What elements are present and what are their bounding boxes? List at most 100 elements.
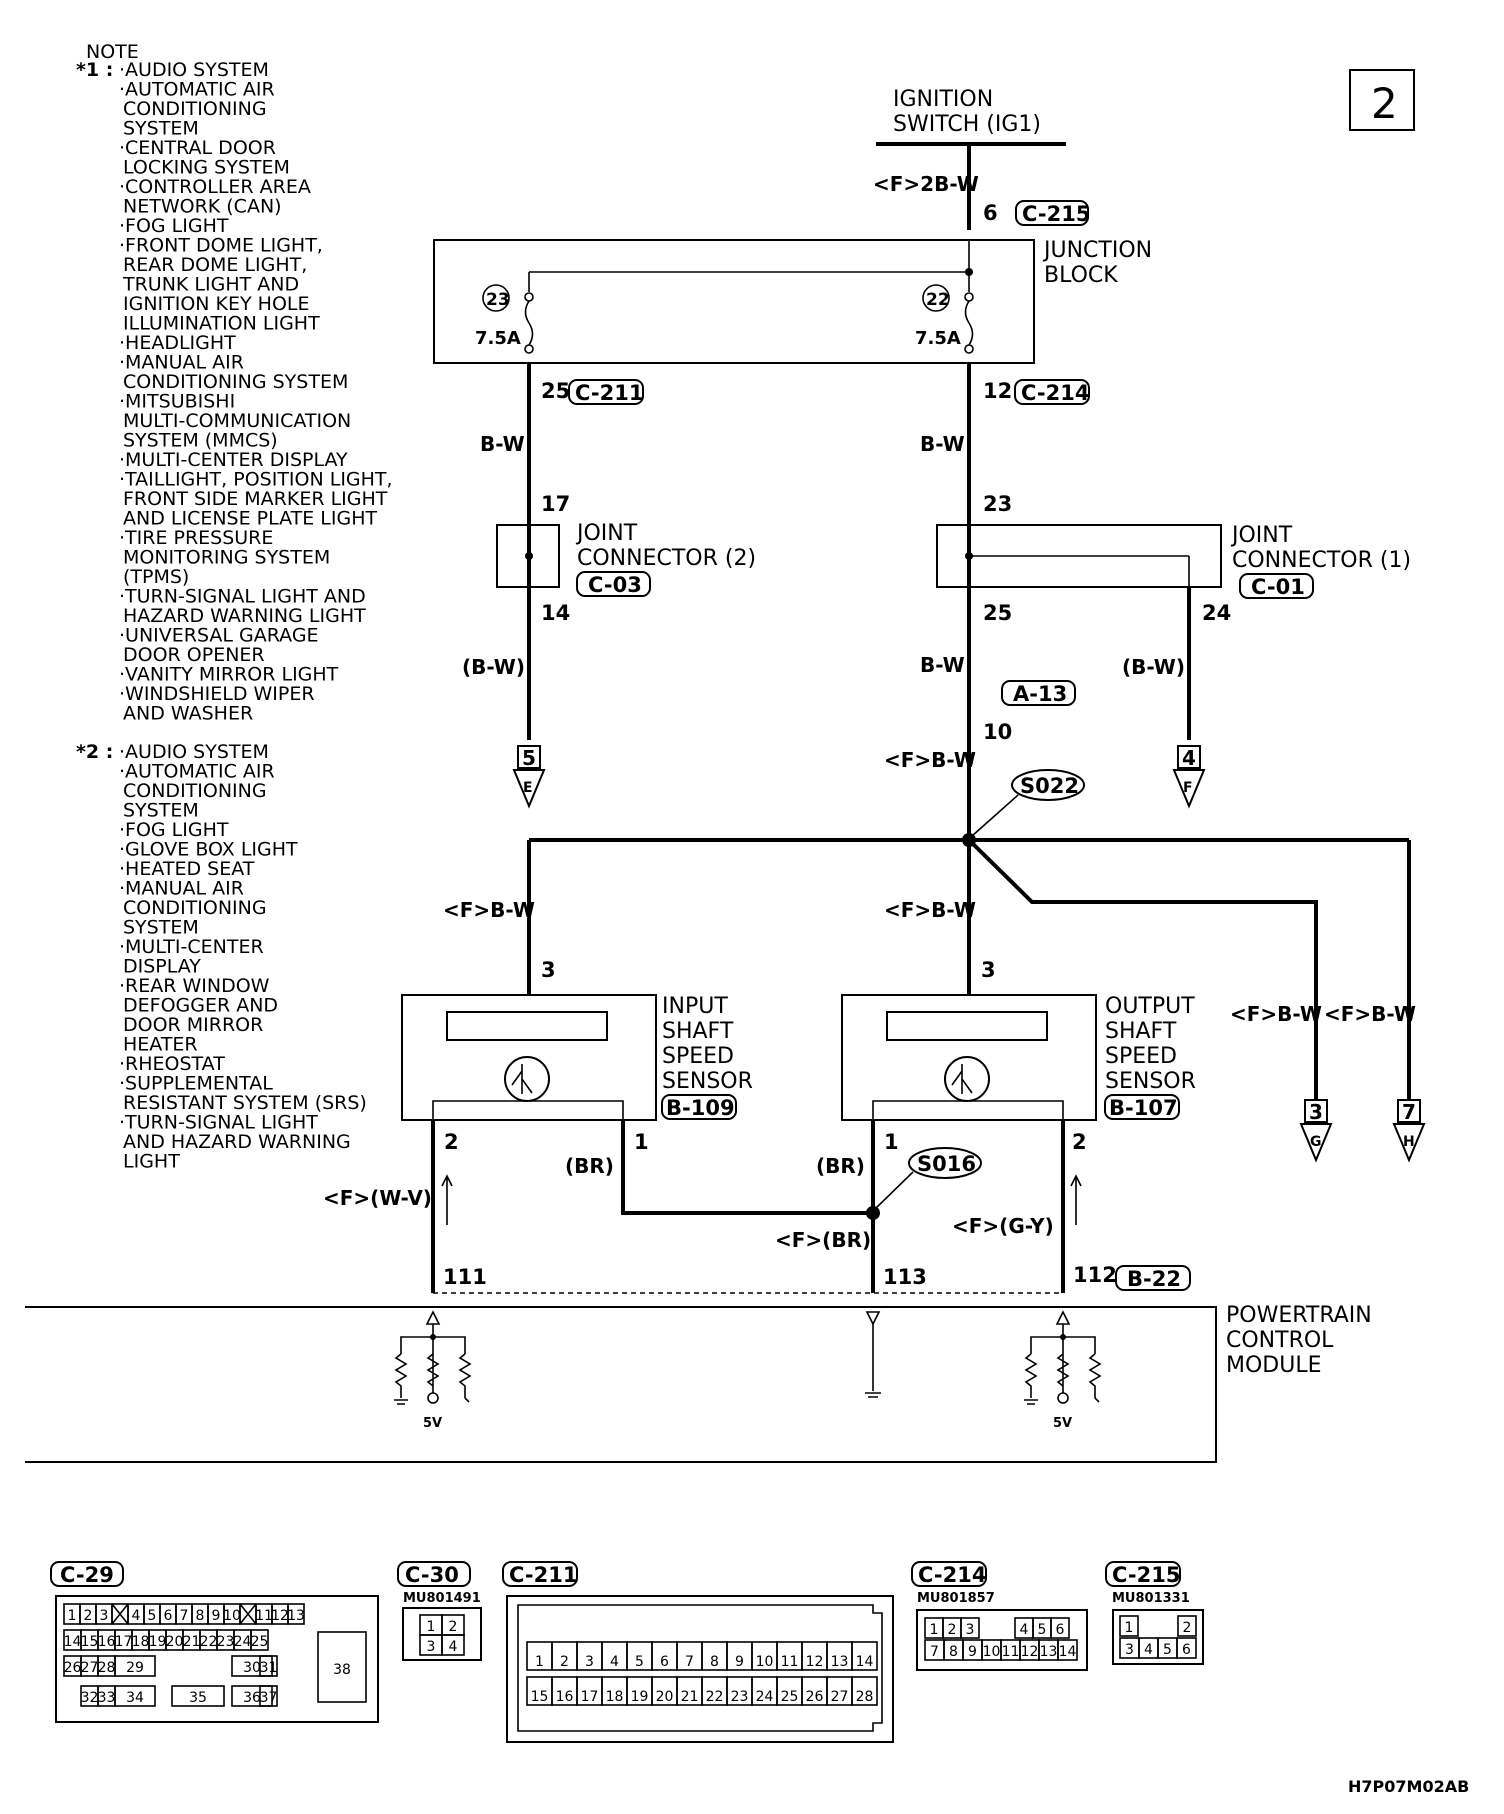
pin-number: 34 — [126, 1690, 144, 1706]
input-sensor-box — [401, 994, 657, 1121]
pin-cell — [231, 1655, 273, 1677]
signal-arrow-right — [1070, 1174, 1082, 1225]
pin-number: 17 — [581, 1689, 599, 1705]
pin-number: 4 — [610, 1654, 619, 1670]
offpage-g: 3 G — [1299, 1099, 1333, 1163]
pin-number: 2 — [1183, 1620, 1192, 1636]
c214-body — [916, 1609, 1088, 1671]
note-line: ·FOG LIGHT — [119, 215, 229, 237]
pin-number: 12 — [1021, 1644, 1039, 1660]
output-sensor-label-3: SPEED — [1105, 1044, 1177, 1069]
pin-cell — [960, 1617, 980, 1639]
pin-number: 20 — [656, 1689, 674, 1705]
notes-panel: NOTE *1 : *2 : ·AUDIO SYSTEM·AUTOMATIC A… — [76, 41, 393, 1173]
note-line: ·MULTI-CENTER — [119, 936, 264, 958]
pin-number: 10 — [756, 1654, 774, 1670]
connector-b109-tag — [661, 1094, 737, 1120]
pin-number: 16 — [556, 1689, 574, 1705]
pin-number: 12 — [271, 1608, 289, 1624]
pin-pcm-112: 112 — [1073, 1263, 1117, 1287]
pin-number: 4 — [1144, 1642, 1153, 1658]
note-line: ·FRONT DOME LIGHT, — [119, 235, 323, 257]
c214-part: MU801857 — [917, 1591, 995, 1606]
note2-list: ·AUDIO SYSTEM·AUTOMATIC AIRCONDITIONINGS… — [119, 741, 367, 1173]
fuse-22-number: 22 — [926, 290, 950, 310]
jc1-label-1: JOINT — [1230, 523, 1293, 548]
pin-number: 21 — [183, 1634, 201, 1650]
pin-number: 27 — [831, 1689, 849, 1705]
splice-s016-dot — [866, 1206, 880, 1220]
output-sensor-label-1: OUTPUT — [1105, 994, 1195, 1019]
c215-part: MU801331 — [1112, 1591, 1190, 1606]
pin-jb-12: 12 — [983, 379, 1012, 403]
offpage-h-number: 7 — [1402, 1100, 1416, 1124]
pin-number: 9 — [735, 1654, 744, 1670]
input-sensor-internal-leads — [432, 1100, 624, 1120]
offpage-e-letter: E — [523, 780, 533, 796]
offpage-h-arrow — [1392, 1123, 1426, 1163]
note1-mark: *1 : — [76, 59, 113, 81]
note-line: IGNITION KEY HOLE — [123, 293, 310, 315]
note-line: DEFOGGER AND — [123, 995, 278, 1017]
pin-number: 14 — [856, 1654, 874, 1670]
pin-number: 35 — [189, 1690, 207, 1706]
pin-number: 3 — [1125, 1642, 1134, 1658]
pin-number: 22 — [200, 1634, 218, 1650]
pin-number: 9 — [212, 1608, 221, 1624]
fuse-23-icon — [524, 300, 534, 346]
offpage-f-number: 4 — [1182, 746, 1196, 770]
c215-view-tag — [1105, 1561, 1181, 1587]
pin-number: 15 — [531, 1689, 549, 1705]
c30-body — [402, 1607, 482, 1661]
note-line: CONDITIONING — [123, 98, 267, 120]
note-line: ·RHEOSTAT — [119, 1053, 225, 1075]
wire-label-bw-paren-right: (B-W) — [1122, 655, 1185, 679]
splice-s016-leader — [875, 1171, 914, 1209]
wire-label-top: <F>2B-W — [873, 172, 979, 196]
pin-number: 30 — [243, 1660, 261, 1676]
c211-tag — [502, 1561, 578, 1587]
pin-number: 11 — [1002, 1644, 1020, 1660]
connector-c03-label: C-03 — [588, 573, 642, 597]
ignition-switch-label-2: SWITCH (IG1) — [893, 112, 1041, 137]
pin-number: 7 — [930, 1644, 939, 1660]
note-line: ·SUPPLEMENTAL — [119, 1073, 273, 1095]
diagram-code: H7P07M02AB — [1348, 1777, 1469, 1796]
fuse-23-number: 23 — [486, 290, 510, 310]
pin-number: 28 — [856, 1689, 874, 1705]
connector-c215-label: C-215 — [1022, 202, 1090, 226]
pin-in-3: 3 — [541, 958, 556, 982]
connector-c03-tag — [576, 571, 651, 597]
note-line: DISPLAY — [123, 956, 201, 978]
wire-label-br-right: (BR) — [816, 1154, 865, 1178]
wire-input-pin1 — [621, 1120, 873, 1215]
connector-c215-tag — [1015, 200, 1089, 226]
output-sensor-label-4: SENSOR — [1105, 1069, 1196, 1094]
pin-number: 2 — [948, 1622, 957, 1638]
note2-mark: *2 : — [76, 741, 113, 763]
jc2-label-2: CONNECTOR (2) — [577, 546, 756, 571]
pcm-label-1: POWERTRAIN — [1226, 1303, 1372, 1328]
note-line: DOOR OPENER — [123, 644, 265, 666]
pin-number: 6 — [164, 1608, 173, 1624]
note-line: DOOR MIRROR — [123, 1014, 263, 1036]
note-line: ·MANUAL AIR — [119, 878, 244, 900]
blank-cell-x — [239, 1603, 257, 1625]
pin-cell — [231, 1685, 273, 1707]
c29-tag — [50, 1561, 124, 1587]
blank-cell — [111, 1603, 129, 1625]
wire-label-fbw-out: <F>B-W — [884, 898, 976, 922]
pin-jc2-17: 17 — [541, 492, 570, 516]
pin-number: 29 — [126, 1660, 144, 1676]
splice-s016-tag — [908, 1147, 982, 1179]
pin-number: 10 — [983, 1644, 1001, 1660]
output-sensor-internal-leads — [872, 1100, 1064, 1120]
input-sensor-label-3: SPEED — [662, 1044, 734, 1069]
pin-number: 6 — [1182, 1642, 1191, 1658]
pin-number: 5 — [635, 1654, 644, 1670]
wire-to-offpage-g — [967, 838, 1318, 1100]
pin-number: 28 — [98, 1660, 116, 1676]
pin-out-1: 1 — [884, 1130, 899, 1154]
pin-cell — [287, 1603, 305, 1625]
